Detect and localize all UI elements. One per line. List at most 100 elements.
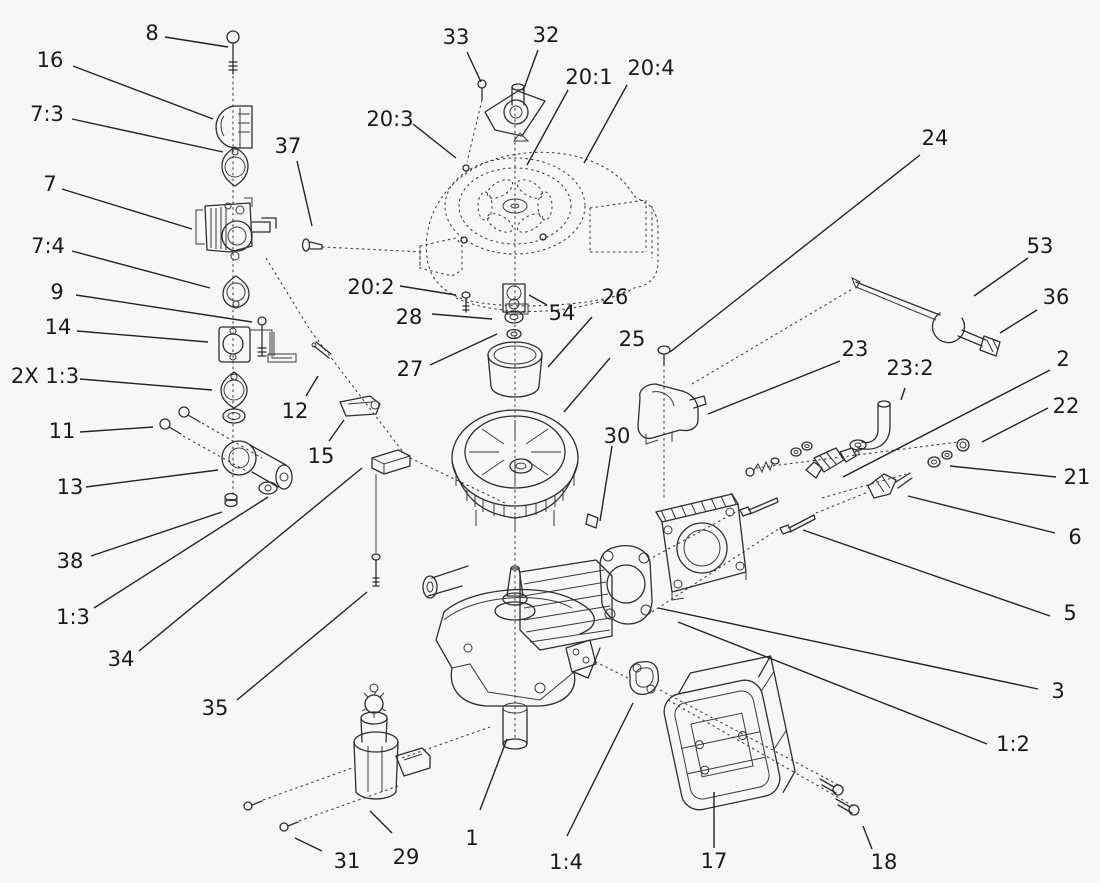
washer-27-drawing — [506, 328, 522, 340]
callout-label-15: 15 — [308, 444, 335, 468]
callout-leader-1-3 — [93, 496, 269, 609]
callout-label-23: 23 — [842, 337, 869, 361]
small-washers-drawing — [790, 441, 813, 457]
oil-pump-29-drawing — [353, 683, 431, 800]
callout-label-25: 25 — [619, 327, 646, 351]
washers-21-drawing — [927, 450, 953, 468]
callout-label-29: 29 — [393, 845, 420, 869]
callout-leader-31 — [294, 837, 323, 852]
callout-label-20-1: 20:1 — [565, 65, 612, 89]
callout-leader-29 — [369, 810, 393, 834]
flywheel-25-drawing — [451, 409, 579, 532]
callout-label-28: 28 — [396, 305, 423, 329]
callout-leader-25 — [563, 357, 611, 413]
callout-label-7: 7 — [43, 172, 56, 196]
callout-label-16: 16 — [37, 48, 64, 72]
callout-label-38: 38 — [57, 549, 84, 573]
screw-33-drawing — [477, 79, 487, 101]
callout-leader-20-2 — [399, 285, 457, 296]
callout-label-12: 12 — [282, 399, 309, 423]
callout-leader-9 — [75, 294, 253, 323]
callout-label-17: 17 — [701, 849, 728, 873]
carburetor-7-drawing — [195, 197, 277, 261]
callout-leader-7 — [61, 188, 193, 230]
callout-leader-2 — [842, 369, 1051, 478]
callout-leader-20-4 — [583, 84, 628, 164]
bolt-spring-drawing — [745, 457, 780, 477]
callout-leader-1-2 — [677, 621, 988, 745]
callout-label-21: 21 — [1064, 465, 1091, 489]
ignition-coil-23-drawing — [637, 383, 707, 445]
callout-label-27: 27 — [397, 357, 424, 381]
spark-plug-2-drawing — [805, 447, 860, 479]
callout-leader-8 — [164, 36, 229, 48]
screen-cup-26-drawing — [487, 341, 543, 398]
bolt-8-drawing — [226, 30, 240, 75]
nut-38-drawing — [224, 492, 238, 508]
callout-leader-2X-1-3 — [79, 378, 213, 391]
coil-screw-24-drawing — [657, 345, 671, 365]
callout-leader-28 — [431, 313, 493, 320]
callout-leader-20-1 — [526, 89, 569, 166]
pump-bolts-31-drawing — [243, 800, 299, 832]
callout-leader-5 — [802, 529, 1051, 617]
callout-leader-54 — [528, 294, 548, 306]
callout-leader-20-3 — [412, 123, 457, 159]
callout-leader-36 — [999, 309, 1038, 334]
starter-pulley-54-drawing — [502, 283, 526, 313]
intake-elbow-13-drawing — [221, 440, 293, 495]
callout-label-11: 11 — [49, 419, 76, 443]
callout-label-33: 33 — [443, 25, 470, 49]
muffler-17-drawing — [663, 655, 796, 811]
callout-label-1-2: 1:2 — [996, 732, 1030, 756]
throttle-lever-15-drawing — [339, 395, 381, 417]
callout-leader-38 — [90, 511, 223, 557]
callout-label-32: 32 — [533, 23, 560, 47]
callout-leader-30 — [599, 445, 613, 522]
callout-label-34: 34 — [108, 647, 135, 671]
head-gasket-1-2-drawing — [599, 545, 653, 625]
screw-35-drawing — [371, 553, 381, 587]
callout-leader-6 — [907, 495, 1056, 534]
gasket-7-4-drawing — [222, 275, 250, 309]
callout-label-54: 54 — [549, 301, 576, 325]
callout-leader-1-4 — [566, 702, 634, 837]
ignition-wire-53-36-drawing — [851, 276, 1001, 357]
callout-label-20-3: 20:3 — [366, 107, 413, 131]
callout-leader-7-3 — [71, 118, 224, 153]
flywheel-key-30-drawing — [585, 513, 599, 529]
callout-label-8: 8 — [145, 21, 158, 45]
callout-leader-33 — [466, 51, 482, 83]
callout-label-3: 3 — [1051, 679, 1064, 703]
callout-label-13: 13 — [57, 475, 84, 499]
callout-leader-15 — [328, 419, 345, 442]
control-bracket-drawing — [371, 449, 411, 553]
callout-leader-23 — [707, 360, 841, 415]
callout-label-30: 30 — [604, 424, 631, 448]
head-bolts-5-drawing — [739, 497, 816, 535]
callout-label-36: 36 — [1043, 285, 1070, 309]
callout-leader-12 — [305, 375, 319, 397]
starter-handle-32-drawing — [484, 83, 546, 142]
callout-label-7-3: 7:3 — [30, 102, 64, 126]
valve-6-drawing — [867, 472, 913, 499]
callout-leader-18 — [862, 825, 873, 850]
callout-label-24: 24 — [922, 126, 949, 150]
callout-leader-3 — [657, 607, 1039, 690]
reed-plate-14-and-bolt-9-drawing — [218, 316, 297, 363]
gasket-7-3-drawing — [221, 146, 249, 187]
exhaust-gasket-1-4-drawing — [628, 660, 660, 696]
callout-label-7-4: 7:4 — [31, 234, 65, 258]
callout-leader-24 — [669, 154, 921, 353]
callout-leader-13 — [85, 469, 219, 488]
washer-28-drawing — [504, 310, 524, 324]
callout-leader-35 — [236, 591, 368, 701]
callout-label-6: 6 — [1068, 525, 1081, 549]
callout-leader-16 — [72, 65, 214, 120]
callout-label-2: 2 — [1056, 347, 1069, 371]
callout-leader-27 — [429, 333, 498, 366]
callout-label-23-2: 23:2 — [886, 356, 933, 380]
callout-label-1-3: 1:3 — [56, 605, 90, 629]
callout-label-20-4: 20:4 — [627, 56, 674, 80]
